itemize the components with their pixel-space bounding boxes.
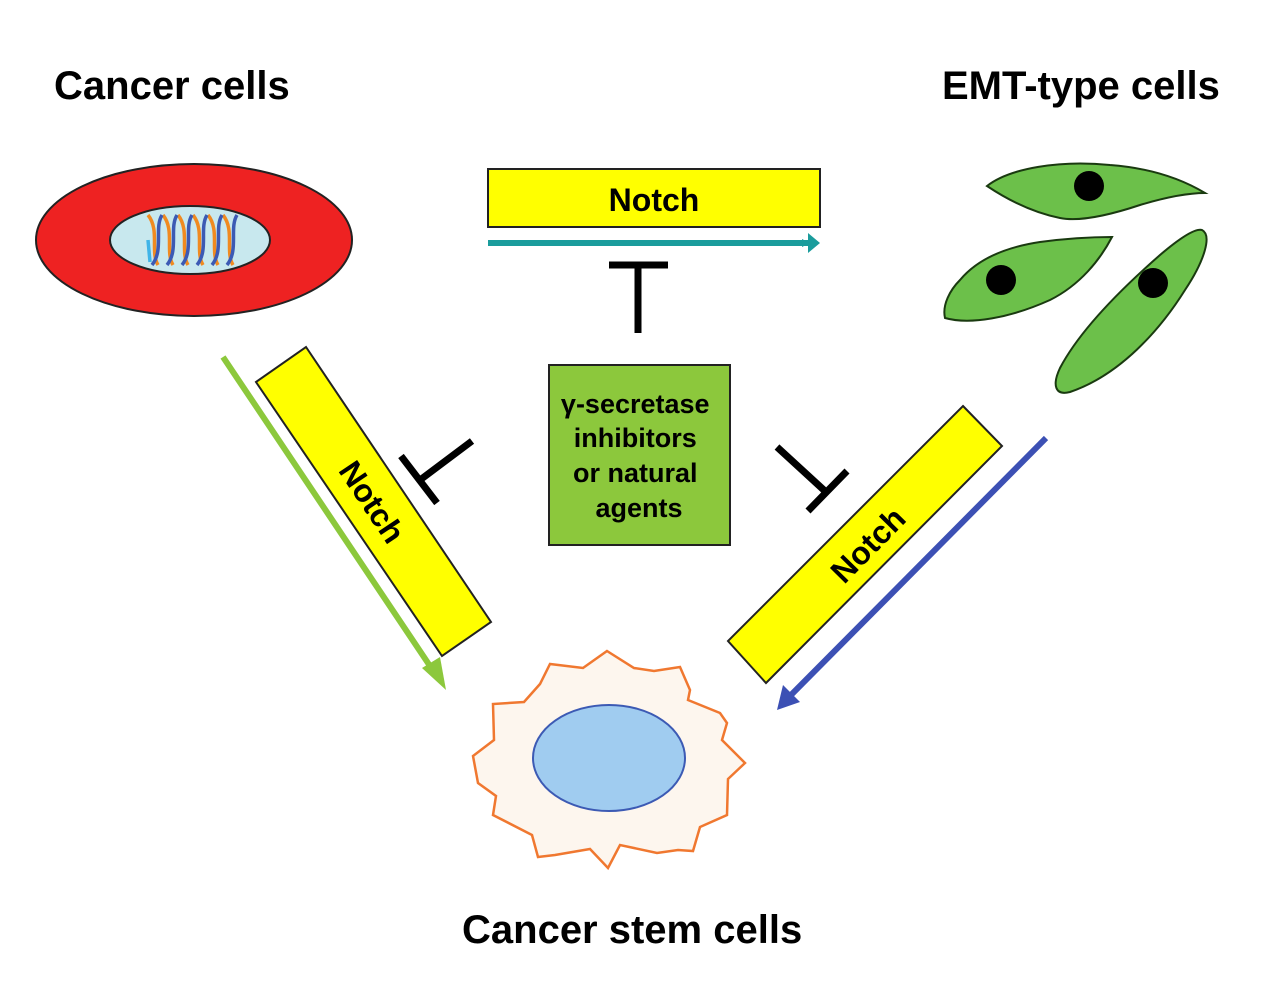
svg-text:γ-secretase inhibitors: γ-secretase inhibitors or natural agents	[561, 389, 717, 523]
arrowhead-icon	[777, 685, 800, 710]
dna-helix-icon	[146, 213, 239, 267]
inhibitor-line-4: agents	[595, 493, 682, 523]
inhibitor-line-2: inhibitors	[574, 423, 697, 453]
cancer-cell-icon	[35, 163, 353, 317]
stem-nucleus-icon	[532, 704, 686, 812]
emt-cells-icon	[943, 162, 1209, 394]
inhibitor-line-3: or natural	[573, 458, 698, 488]
cancer-cells-title: Cancer cells	[54, 64, 290, 108]
emt-nucleus-icon	[986, 265, 1016, 295]
emt-nucleus-icon	[1074, 171, 1104, 201]
emt-type-cells-title: EMT-type cells	[942, 64, 1220, 108]
cancer-stem-cells-title: Cancer stem cells	[462, 908, 803, 952]
emt-nucleus-icon	[1138, 268, 1168, 298]
notch-label-top: Notch	[609, 182, 700, 218]
cancer-stem-cell-icon	[471, 649, 747, 871]
inhibitor-box: γ-secretase inhibitors or natural agents	[548, 364, 731, 546]
notch-box-left: Notch	[254, 345, 493, 658]
inhibition-bar-left	[398, 438, 475, 506]
arrow-cancer-to-stem	[220, 355, 437, 674]
inhibition-bar-right	[774, 444, 850, 514]
notch-box-right: Notch	[726, 404, 1004, 685]
arrow-emt-to-stem	[785, 435, 1049, 701]
inhibitor-line-1: γ-secretase	[561, 389, 710, 419]
inhibition-bar-top	[609, 261, 668, 333]
notch-box-top: Notch	[487, 168, 821, 228]
arrowhead-icon	[422, 657, 446, 690]
arrowhead-icon	[808, 233, 820, 253]
